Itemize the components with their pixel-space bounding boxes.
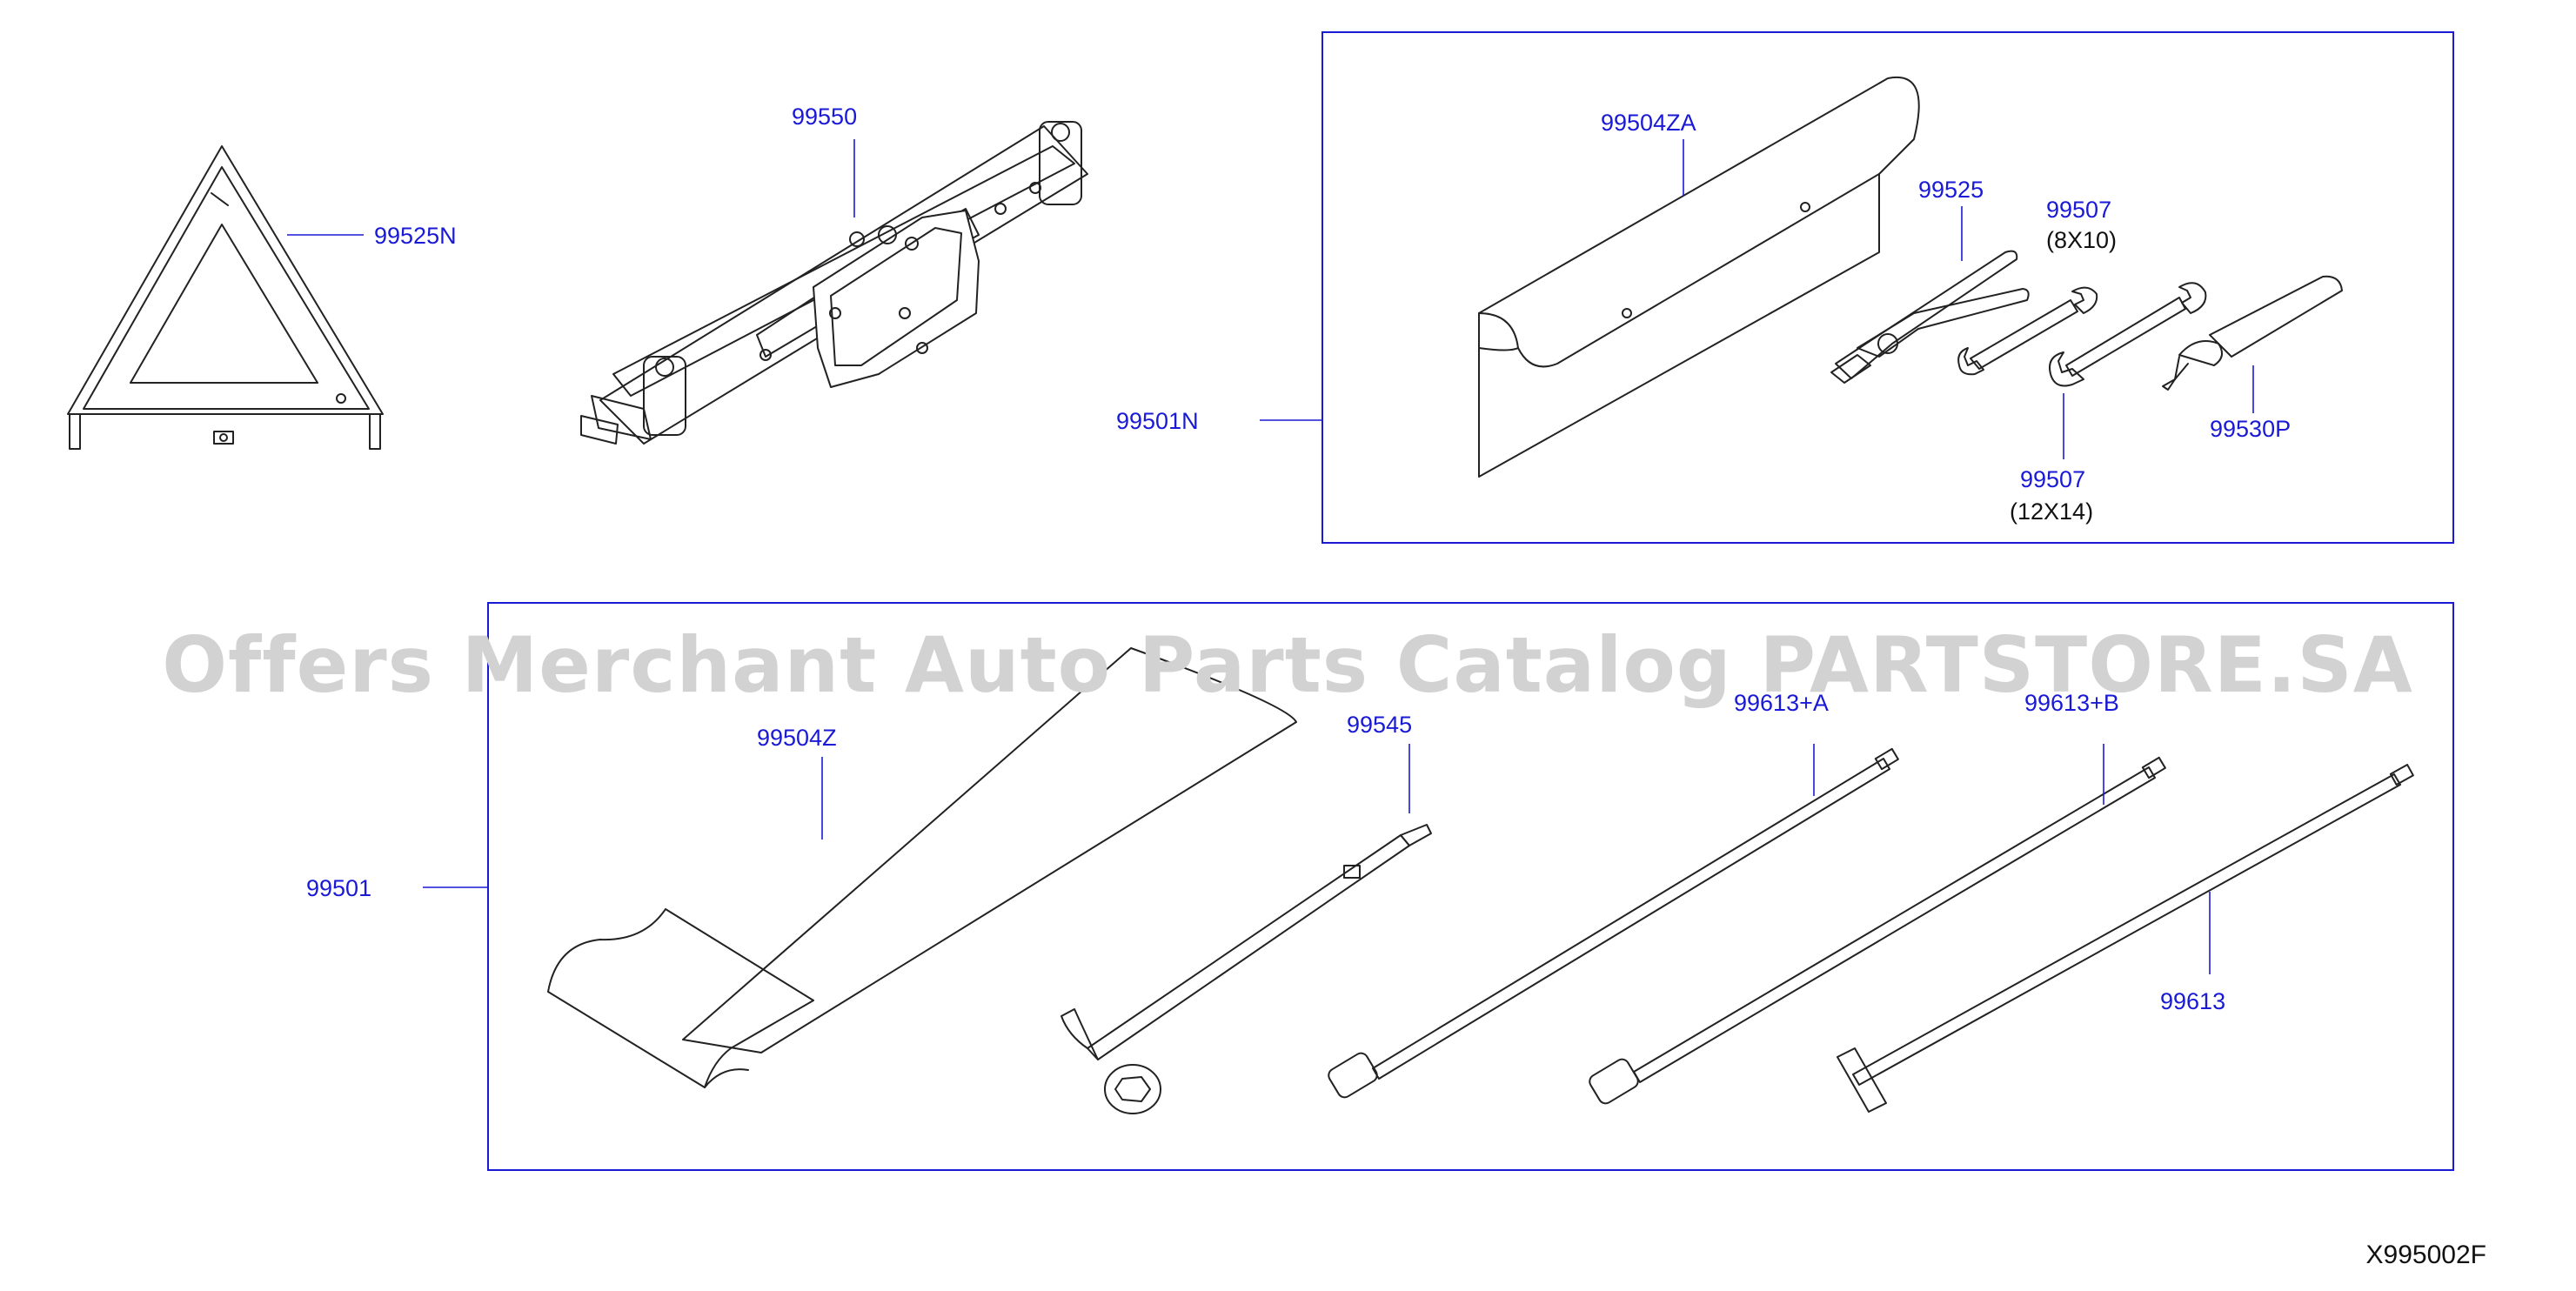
tool-bag-part[interactable] [1478,76,1920,478]
part-label-99504Z[interactable]: 99504Z [757,725,837,751]
part-label-99525N[interactable]: 99525N [374,223,457,249]
part-label-99501N[interactable]: 99501N [1116,408,1199,434]
extension-bar-b-part[interactable] [1587,756,2166,1106]
wrench-12x14-part[interactable] [2049,282,2207,387]
size-label-12x14: (12X14) [2010,498,2093,525]
part-label-99525[interactable]: 99525 [1918,177,1984,203]
part-label-99613[interactable]: 99613 [2160,988,2225,1014]
wrench-8x10-part[interactable] [1957,286,2098,376]
watermark-text: Offers Merchant Auto Parts Catalog PARTS… [162,620,2413,710]
screwdriver-part[interactable] [2162,275,2343,391]
extension-bar-a-part[interactable] [1326,747,1899,1100]
part-label-99545[interactable]: 99545 [1347,712,1412,738]
part-label-99530P[interactable]: 99530P [2210,416,2291,442]
part-label-99504ZA[interactable]: 99504ZA [1601,110,1696,136]
tool-pouch-part[interactable] [547,647,1297,1088]
warning-triangle-part[interactable] [67,145,384,450]
diagram-code: X995002F [2366,1241,2486,1269]
part-label-99550[interactable]: 99550 [792,104,857,130]
part-label-99613B[interactable]: 99613+B [2024,690,2119,716]
jack-handle-part[interactable] [1837,764,2414,1113]
group-frame-99501N [1321,31,2454,544]
part-label-99507-8x10[interactable]: 99507 [2046,197,2111,223]
part-label-99613A[interactable]: 99613+A [1734,690,1829,716]
scissor-jack-part[interactable] [580,121,1088,445]
group-frame-99501 [487,602,2454,1171]
pliers-part[interactable] [1830,250,2030,384]
size-label-8x10: (8X10) [2046,227,2117,253]
part-label-99507-12x14[interactable]: 99507 [2020,466,2085,492]
wheel-nut-wrench-part[interactable] [1061,824,1432,1114]
part-label-99501[interactable]: 99501 [306,875,371,901]
